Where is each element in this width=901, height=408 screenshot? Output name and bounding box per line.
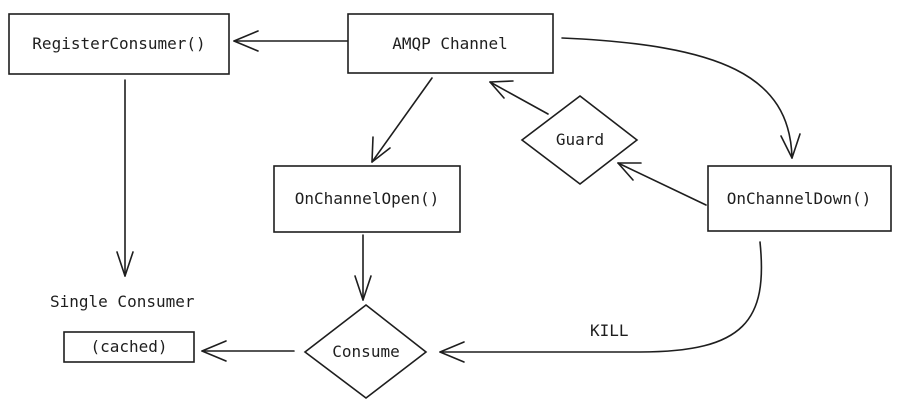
edge-amqp-to-register (233, 30, 349, 52)
node-consume: Consume (303, 303, 428, 400)
edge-guard-to-amqp (489, 80, 549, 115)
edge-register-to-cached (116, 79, 134, 277)
consume-label: Consume (332, 342, 399, 361)
cached-label: (cached) (90, 337, 167, 356)
edge-open-to-consume (354, 234, 372, 301)
node-on-channel-down: OnChannelDown() (707, 165, 892, 232)
guard-label: Guard (556, 130, 604, 149)
edge-amqp-to-open (371, 77, 433, 163)
edge-down-to-guard (617, 162, 707, 206)
on-channel-open-label: OnChannelOpen() (295, 189, 440, 208)
edge-amqp-to-down (561, 37, 801, 159)
node-guard: Guard (520, 94, 639, 186)
edge-down-to-consume-kill (439, 241, 763, 363)
node-amqp-channel: AMQP Channel (347, 13, 554, 74)
amqp-channel-label: AMQP Channel (392, 34, 508, 53)
on-channel-down-label: OnChannelDown() (727, 189, 872, 208)
node-cached: (cached) (63, 331, 195, 363)
node-on-channel-open: OnChannelOpen() (273, 165, 461, 233)
single-consumer-label: Single Consumer (50, 292, 195, 311)
edge-consume-to-cached (201, 340, 295, 362)
edges (116, 30, 801, 363)
register-consumer-label: RegisterConsumer() (32, 34, 205, 53)
node-register-consumer: RegisterConsumer() (8, 13, 230, 75)
kill-label: KILL (590, 321, 629, 340)
